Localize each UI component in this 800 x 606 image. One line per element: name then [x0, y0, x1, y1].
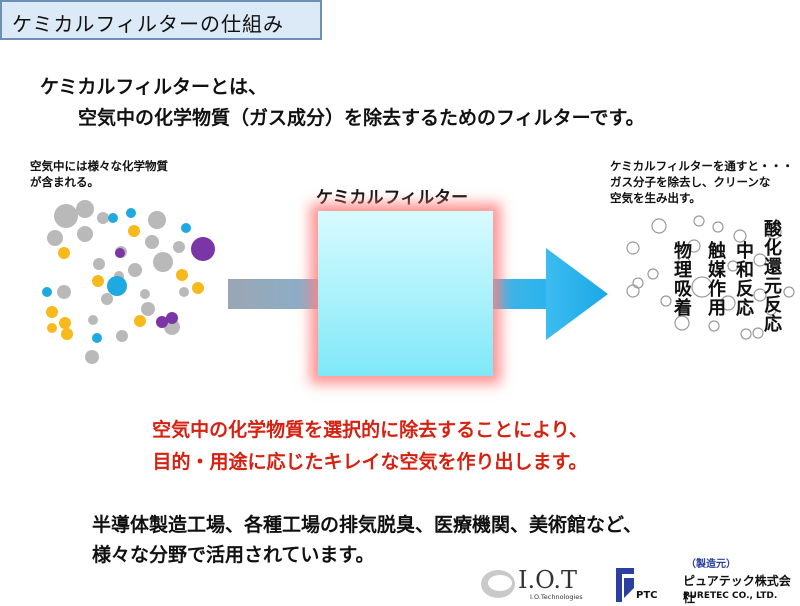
intro-line-1: ケミカルフィルターとは、	[40, 76, 268, 98]
clean-particle	[765, 304, 777, 316]
gray-particle	[164, 319, 180, 335]
gray-particle	[148, 211, 166, 229]
yellow-particle	[134, 315, 146, 327]
gray-particle	[85, 350, 99, 364]
page-title: ケミカルフィルターの仕組み	[12, 12, 284, 36]
purple-particles	[115, 237, 215, 328]
gray-particle	[145, 235, 159, 249]
yellow-particle	[47, 323, 57, 333]
filter-label-redox: 酸化還元反応	[761, 219, 782, 333]
gray-particle	[101, 293, 113, 305]
gray-particle	[77, 226, 93, 242]
purple-particle	[166, 312, 178, 324]
clean-particle	[626, 241, 640, 255]
highlight-line-2: 目的・用途に応じたキレイな空気を作り出します。	[152, 451, 588, 473]
left-note-line-2: が含まれる。	[30, 175, 99, 189]
yellow-particle	[128, 225, 140, 237]
left-note-line-1: 空気中には様々な化学物質	[30, 159, 168, 173]
ptc-logo-icon	[616, 568, 634, 602]
gray-particle	[54, 204, 78, 228]
clean-particle	[740, 328, 752, 340]
clean-particle	[708, 320, 720, 332]
title-box: ケミカルフィルターの仕組み	[0, 0, 322, 40]
gray-particle	[173, 241, 185, 253]
right-note-line-3: 空気を生み出す。	[610, 191, 701, 205]
intro-line-2: 空気中の化学物質（ガス成分）を除去するためのフィルターです。	[78, 107, 645, 129]
iot-logo: I.O.T I.O.Technologies	[478, 564, 608, 604]
purple-particle	[156, 316, 168, 328]
chemical-filter-box: 酸化還元反応 中和反応 触媒作用 物理吸着	[318, 211, 782, 376]
blue-particles	[42, 208, 191, 343]
highlight-line-1: 空気中の化学物質を選択的に除去することにより、	[152, 419, 588, 441]
ptc-logo-text: PTC	[636, 590, 658, 601]
iot-logo-text: I.O.T	[518, 566, 578, 594]
iot-logo-subtext: I.O.Technologies	[530, 593, 583, 601]
blue-particle	[181, 223, 191, 233]
blue-particle	[107, 276, 127, 296]
company-name-en: PURETEC CO., LTD.	[683, 591, 778, 601]
clean-particle	[677, 256, 691, 270]
yellow-particle	[61, 328, 73, 340]
blue-particle	[42, 287, 52, 297]
yellow-particle	[176, 269, 188, 281]
clean-particle	[727, 260, 739, 272]
gray-particle	[140, 289, 150, 299]
maker-label: （製造元）	[686, 559, 736, 570]
clean-particle	[693, 215, 705, 227]
clean-particle	[712, 221, 724, 233]
gray-particle	[76, 200, 94, 218]
yellow-particle	[46, 306, 58, 318]
gray-particle	[57, 285, 71, 299]
clean-particle	[632, 277, 644, 289]
clean-particle	[753, 253, 767, 267]
company-name: ピュアテック株式会社	[683, 574, 791, 605]
gray-particle	[93, 258, 105, 270]
right-note-line-2: ガス分子を除去し、クリーンな	[610, 175, 771, 189]
filter-label-catalysis: 触媒作用	[705, 241, 726, 317]
gray-particle	[153, 252, 173, 272]
arrow-head	[546, 248, 608, 340]
yellow-particle	[58, 247, 70, 259]
iot-swoosh-icon	[481, 570, 515, 598]
left-note: 空気中には様々な化学物質 が含まれる。	[30, 158, 250, 190]
clean-particle	[674, 315, 690, 331]
gray-particle	[47, 230, 63, 246]
yellow-particle	[92, 275, 104, 287]
gray-particle	[141, 302, 155, 316]
clean-particle	[753, 288, 767, 302]
gray-particle	[128, 263, 142, 277]
purple-particle	[115, 248, 125, 258]
blue-particle	[92, 333, 102, 343]
clean-particle	[691, 276, 713, 298]
clean-particle	[660, 295, 672, 307]
right-note-line-1: ケミカルフィルターを通すと・・・	[610, 159, 794, 173]
clean-particle	[783, 286, 795, 298]
right-note: ケミカルフィルターを通すと・・・ ガス分子を除去し、クリーンな 空気を生み出す。	[610, 158, 800, 206]
yellow-particles	[46, 225, 204, 340]
blue-particle	[126, 208, 136, 218]
clean-particle	[626, 284, 640, 298]
gray-particle	[88, 315, 98, 325]
clean-air-particles	[626, 215, 795, 340]
filter-title: ケミカルフィルター	[316, 188, 469, 208]
bottom-line-1: 半導体製造工場、各種工場の排気脱臭、医療機関、美術館など、	[92, 514, 643, 536]
clean-particle	[647, 268, 659, 280]
clean-particle	[687, 239, 701, 253]
filter-label-neutralization: 中和反応	[733, 241, 754, 317]
gray-particle	[97, 212, 109, 224]
gray-particle	[179, 287, 189, 297]
filter-label-adsorption: 物理吸着	[671, 241, 692, 317]
clean-particle	[752, 327, 764, 339]
clean-particle	[766, 224, 782, 240]
gray-particle	[116, 330, 128, 342]
dirty-air-particles	[47, 200, 189, 364]
yellow-particle	[59, 317, 71, 329]
clean-particle	[651, 218, 667, 234]
clean-particle	[720, 295, 736, 311]
yellow-particle	[192, 282, 204, 294]
purple-particle	[191, 237, 215, 261]
clean-particle	[733, 229, 747, 243]
bottom-line-2: 様々な分野で活用されています。	[92, 544, 375, 566]
blue-particle	[108, 213, 118, 223]
